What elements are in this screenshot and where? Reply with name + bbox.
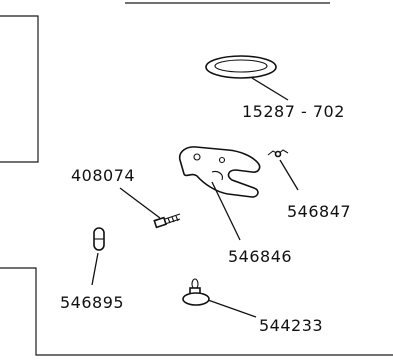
pin-leader bbox=[91, 252, 99, 286]
spring-clip-drawing bbox=[267, 149, 299, 191]
spring-clip-leader bbox=[279, 159, 299, 191]
plate-leader bbox=[211, 181, 241, 241]
plate-drawing bbox=[178, 146, 261, 241]
o-ring-drawing bbox=[205, 55, 289, 101]
screw-leader bbox=[119, 187, 161, 219]
pin-drawing bbox=[91, 227, 105, 286]
frame bbox=[0, 2, 393, 356]
part-label-foot-post: 544233 bbox=[259, 316, 323, 335]
o-ring-leader bbox=[251, 77, 289, 101]
screw-drawing bbox=[119, 187, 181, 229]
foot-post-leader bbox=[207, 299, 257, 318]
frame-left-bracket-lower bbox=[0, 267, 393, 356]
part-label-pin: 546895 bbox=[60, 293, 124, 312]
part-label-screw: 408074 bbox=[71, 166, 135, 185]
part-label-spring-clip: 546847 bbox=[287, 202, 351, 221]
frame-left-bracket-upper bbox=[0, 15, 39, 163]
foot-post-drawing bbox=[182, 278, 257, 318]
part-label-o-ring: 15287 - 702 bbox=[242, 102, 345, 121]
part-label-plate: 546846 bbox=[228, 247, 292, 266]
